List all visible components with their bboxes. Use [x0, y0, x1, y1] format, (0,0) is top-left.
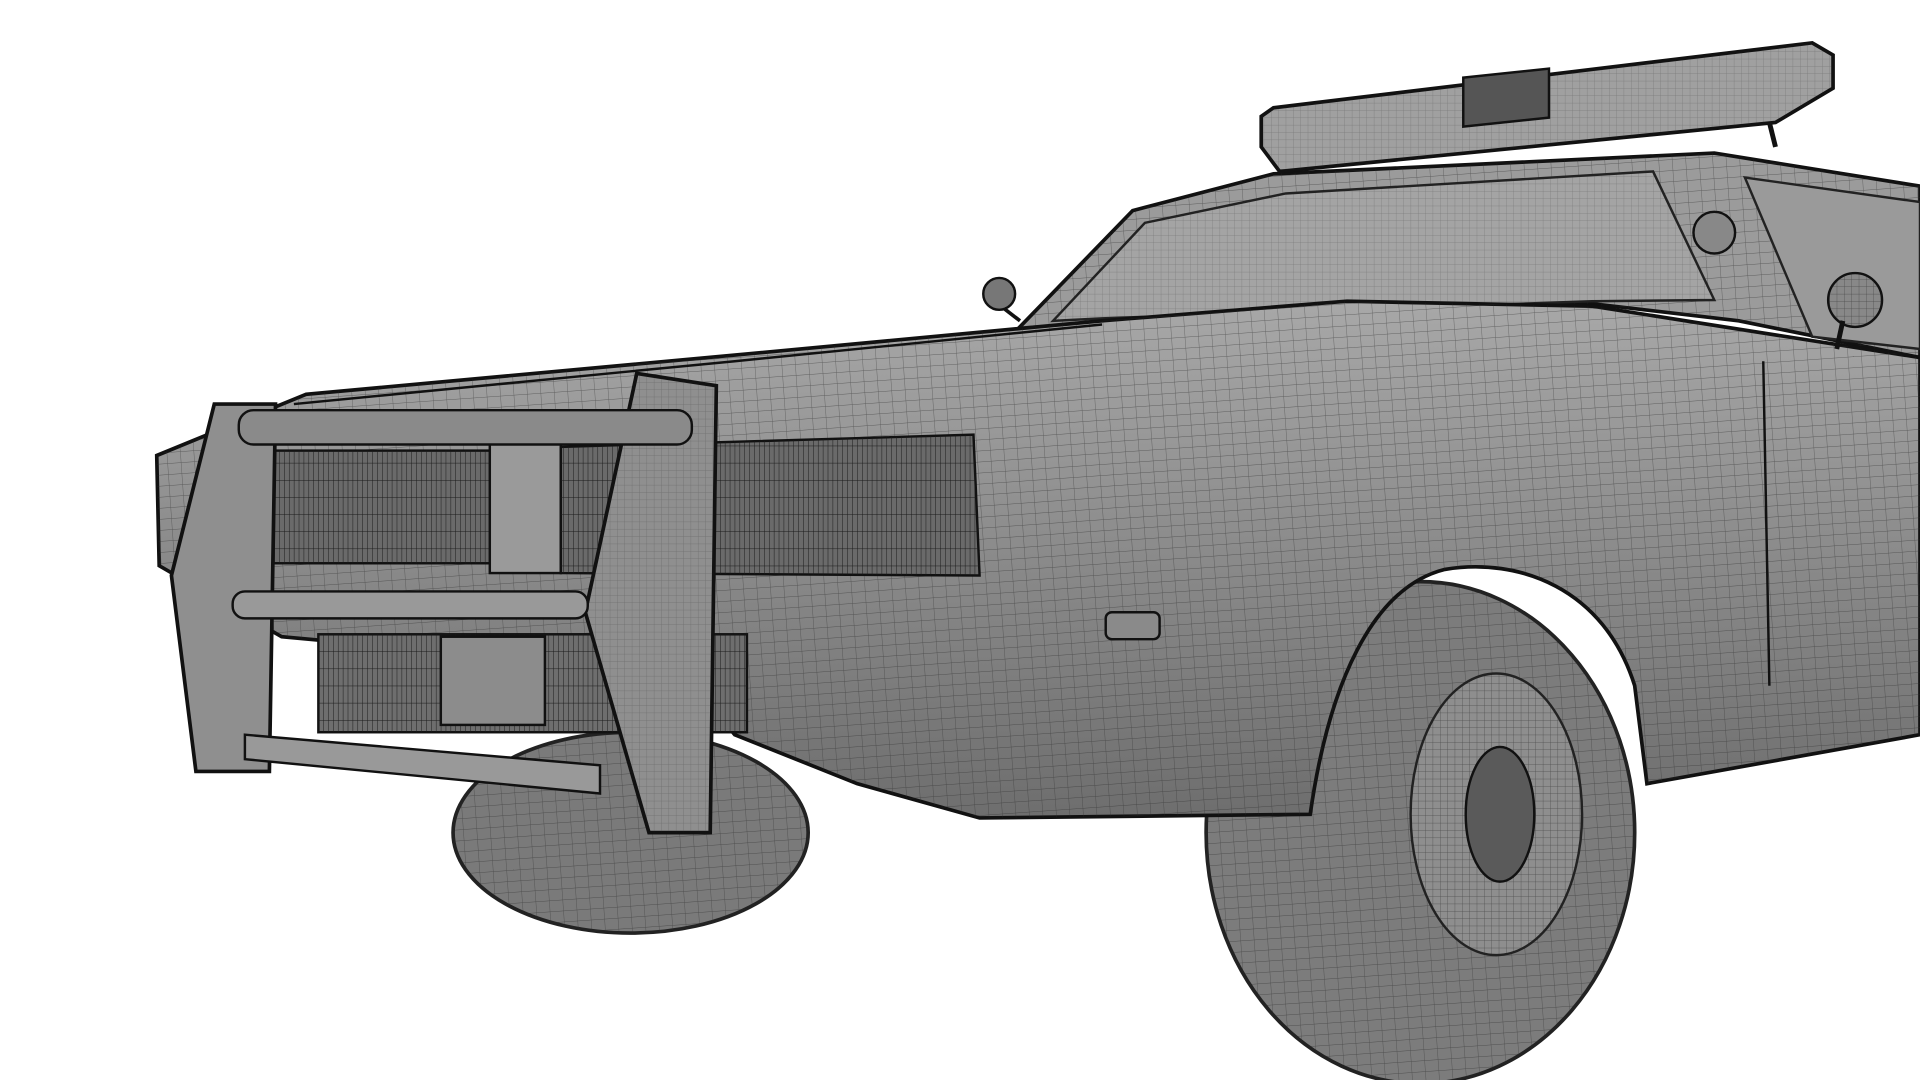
left-mirror — [982, 276, 1022, 323]
spotlight — [1692, 210, 1737, 255]
light-bar-center — [1462, 67, 1551, 128]
side-marker — [1104, 611, 1161, 641]
right-mirror — [1826, 271, 1884, 350]
door-seam — [1762, 361, 1771, 686]
push-bumper — [169, 371, 719, 835]
light-bar — [1259, 40, 1835, 174]
license-plate — [439, 635, 547, 727]
